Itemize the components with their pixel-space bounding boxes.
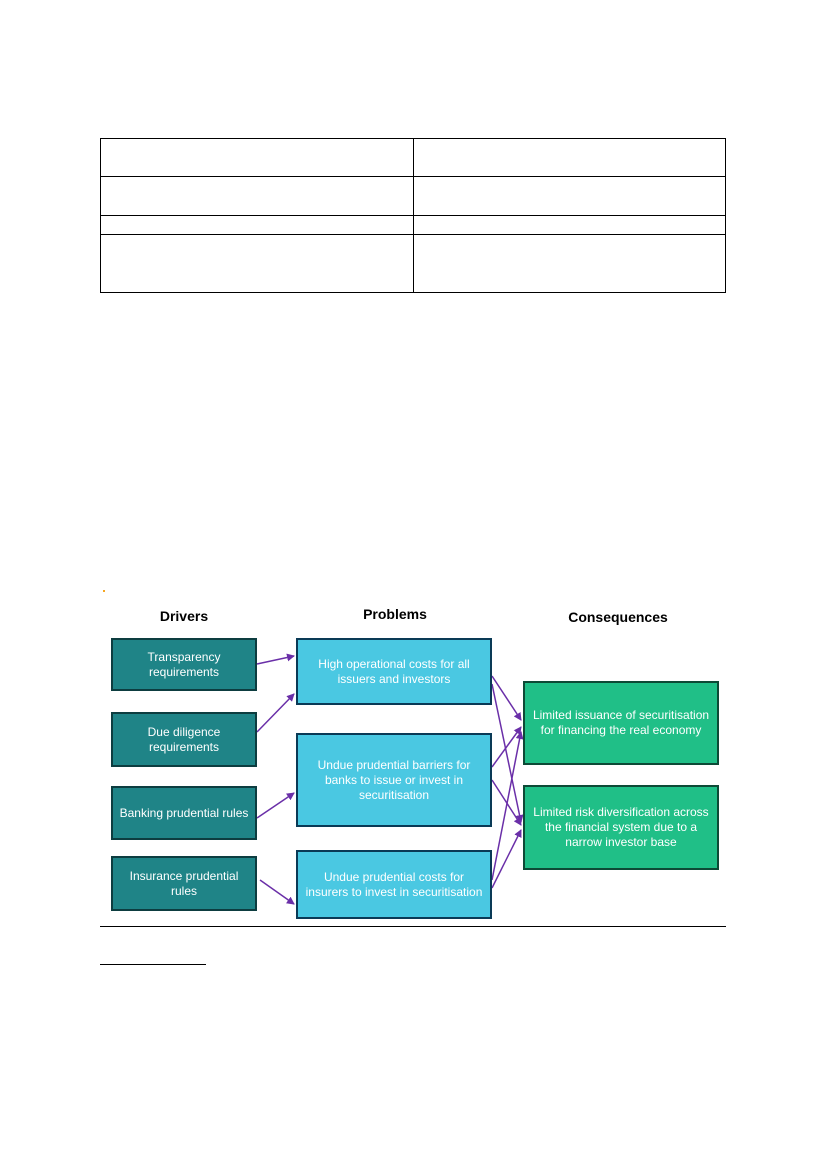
table-cell	[100, 234, 414, 293]
arrow	[491, 726, 522, 768]
arrow	[259, 879, 295, 905]
empty-table	[100, 138, 726, 293]
driver-insurance-prudential: Insurance prudential rules	[111, 856, 257, 911]
arrow	[491, 731, 524, 881]
driver-transparency: Transparency requirements	[111, 638, 257, 691]
figure-bottom-rule	[100, 926, 726, 927]
consequence-limited-diversification: Limited risk diversification across the …	[523, 785, 719, 870]
problem-insurer-costs: Undue prudential costs for insurers to i…	[296, 850, 492, 919]
arrow	[256, 693, 295, 733]
table-cell	[412, 234, 726, 293]
driver-due-diligence: Due diligence requirements	[111, 712, 257, 767]
problem-operational-costs: High operational costs for all issuers a…	[296, 638, 492, 705]
arrow	[491, 829, 522, 889]
table-cell	[100, 176, 414, 216]
consequences-header: Consequences	[568, 609, 668, 625]
arrow	[491, 683, 524, 823]
driver-banking-prudential: Banking prudential rules	[111, 786, 257, 840]
problems-header: Problems	[363, 606, 427, 622]
marker-dot	[103, 590, 105, 592]
arrow	[256, 792, 295, 819]
arrow	[491, 675, 522, 721]
drivers-header: Drivers	[159, 608, 209, 624]
footnote-separator	[100, 964, 206, 965]
consequence-limited-issuance: Limited issuance of securitisation for f…	[523, 681, 719, 765]
problem-bank-barriers: Undue prudential barriers for banks to i…	[296, 733, 492, 827]
arrow	[256, 653, 295, 665]
